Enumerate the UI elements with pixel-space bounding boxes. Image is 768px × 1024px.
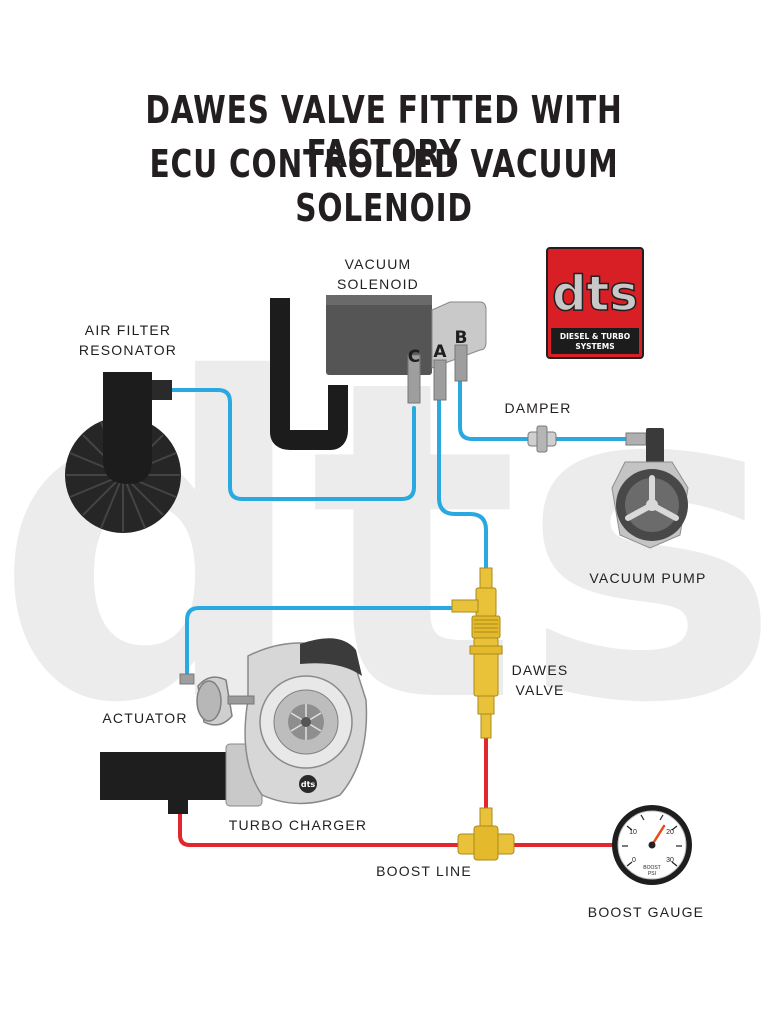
intake-pipe	[100, 752, 230, 800]
vacuum-solenoid-label: VACUUM SOLENOID	[337, 256, 419, 292]
vacuum-line-a	[437, 398, 488, 582]
logo-line-1: DIESEL & TURBO	[560, 332, 630, 341]
solenoid-body	[326, 295, 432, 375]
vacuum-line-c	[168, 388, 416, 501]
boost-gauge: 0 10 20 30 BOOST PSI	[612, 805, 692, 885]
air-filter-neck	[103, 372, 152, 484]
boost-lines	[178, 736, 614, 847]
gauge-tick-30: 30	[666, 857, 674, 864]
gauge-face-text-2: PSI	[648, 871, 656, 877]
port-b-nipple	[454, 344, 468, 382]
port-c-nipple	[407, 354, 421, 404]
vacuum-pump	[611, 428, 689, 549]
gauge-needle	[650, 824, 666, 847]
turbo-badge	[299, 775, 317, 793]
logo-line-2: SYSTEMS	[575, 342, 614, 351]
turbo-badge-text: dts	[301, 780, 316, 789]
gauge-tick-20: 20	[666, 829, 674, 836]
title-line-1: DAWES VALVE FITTED WITH FACTORY	[145, 88, 623, 176]
port-c-label: C	[408, 347, 420, 367]
title-line-2: ECU CONTROLLED VACUUM SOLENOID	[149, 142, 619, 230]
boost-tee	[457, 807, 515, 861]
gauge-tick-10: 10	[629, 829, 637, 836]
gauge-face-text-1: BOOST	[643, 865, 661, 871]
logo-mark: dts	[552, 266, 638, 322]
boost-line-turbo	[178, 810, 462, 847]
port-a-label: A	[433, 342, 447, 362]
damper	[527, 425, 557, 453]
vacuum-pump-label: VACUUM PUMP	[589, 570, 707, 586]
port-a-nipple	[433, 359, 447, 401]
vacuum-line-actuator	[185, 606, 462, 676]
air-filter-label: AIR FILTER RESONATOR	[78, 322, 178, 358]
dawes-valve	[451, 567, 503, 739]
damper-label: DAMPER	[504, 400, 572, 416]
vacuum-solenoid: C A B	[270, 295, 487, 450]
port-b-label: B	[455, 328, 468, 348]
vacuum-line-b	[458, 378, 630, 441]
dawes-valve-label: DAWES VALVE	[511, 662, 569, 698]
vacuum-lines	[168, 378, 630, 676]
dts-logo: dts DIESEL & TURBO SYSTEMS	[546, 247, 644, 359]
dawes-tee	[475, 587, 497, 617]
turbo-charger-label: TURBO CHARGER	[228, 817, 368, 833]
boost-line-label: BOOST LINE	[376, 863, 472, 879]
actuator-label: ACTUATOR	[102, 710, 188, 726]
gauge-tick-0: 0	[632, 857, 636, 864]
solenoid-hose	[270, 298, 348, 450]
air-filter-resonator	[65, 372, 181, 533]
boost-gauge-label: BOOST GAUGE	[587, 904, 705, 920]
solenoid-port-block	[431, 301, 487, 369]
turbo-charger: dts	[100, 638, 368, 814]
actuator	[179, 673, 255, 726]
